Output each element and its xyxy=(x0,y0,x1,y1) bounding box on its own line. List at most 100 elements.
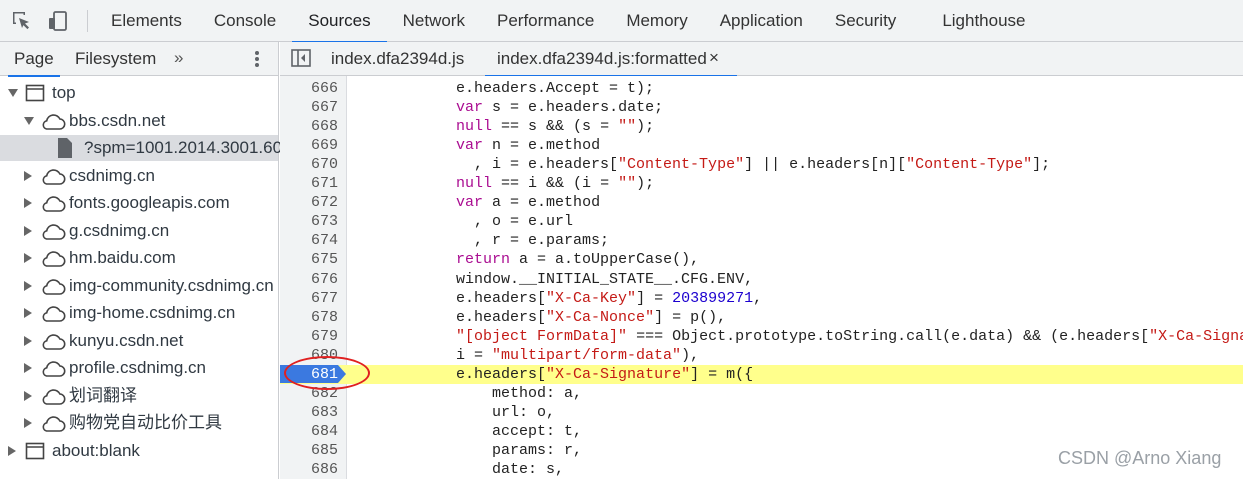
tab-elements[interactable]: Elements xyxy=(111,11,182,30)
code-line[interactable]: 685 params: r, xyxy=(280,441,1243,460)
chevron-right-icon[interactable] xyxy=(24,390,32,401)
code-text: e.headers["X-Ca-Key"] = 203899271, xyxy=(348,289,763,307)
tab-network[interactable]: Network xyxy=(402,11,465,30)
code-text: window.__INITIAL_STATE__.CFG.ENV, xyxy=(348,270,754,288)
toggle-navigator-icon[interactable] xyxy=(291,49,311,67)
line-number[interactable]: 668 xyxy=(310,118,338,136)
code-line[interactable]: 671 null == i && (i = ""); xyxy=(280,174,1243,193)
close-icon[interactable]: × xyxy=(709,48,719,67)
code-line[interactable]: 684 accept: t, xyxy=(280,422,1243,441)
line-number[interactable]: 667 xyxy=(310,99,338,117)
cloud-icon xyxy=(42,196,66,212)
code-line[interactable]: 675 return a = a.toUpperCase(), xyxy=(280,250,1243,269)
line-number[interactable]: 677 xyxy=(310,289,338,307)
tree-item[interactable]: about:blank xyxy=(0,438,278,464)
tree-item-label: kunyu.csdn.net xyxy=(69,330,184,350)
tab-index-js-formatted[interactable]: index.dfa2394d.js:formatted xyxy=(485,42,737,77)
code-line[interactable]: 668 null == s && (s = ""); xyxy=(280,117,1243,136)
chevron-right-icon[interactable] xyxy=(24,280,32,291)
tab-index-js[interactable]: index.dfa2394d.js xyxy=(331,49,465,68)
line-gutter[interactable] xyxy=(280,76,347,479)
chevron-right-icon[interactable] xyxy=(24,253,32,263)
tab-security[interactable]: Security xyxy=(834,11,897,30)
chevron-right-icon[interactable] xyxy=(24,225,32,236)
chevron-down-icon[interactable] xyxy=(8,89,18,97)
tree-item[interactable]: fonts.googleapis.com xyxy=(0,190,278,216)
line-number[interactable]: 678 xyxy=(310,308,338,326)
line-number[interactable]: 683 xyxy=(310,403,338,421)
tree-item[interactable]: img-community.csdnimg.cn xyxy=(0,273,278,299)
tree-item[interactable]: profile.csdnimg.cn xyxy=(0,355,278,381)
line-number[interactable]: 686 xyxy=(310,461,338,478)
code-line[interactable]: 673 , o = e.url xyxy=(280,212,1243,231)
code-line[interactable]: 676 window.__INITIAL_STATE__.CFG.ENV, xyxy=(280,270,1243,289)
code-line[interactable]: 669 var n = e.method xyxy=(280,136,1243,155)
kebab-menu-icon[interactable] xyxy=(250,48,264,70)
tab-application[interactable]: Application xyxy=(719,11,803,30)
code-text: null == s && (s = ""); xyxy=(456,118,655,136)
tree-item[interactable]: 划词翻译 xyxy=(0,383,278,409)
line-number[interactable]: 676 xyxy=(310,270,338,288)
line-number[interactable]: 671 xyxy=(310,175,338,193)
code-text: var s = e.headers.date; xyxy=(456,99,664,117)
more-tabs-icon[interactable]: » xyxy=(174,48,184,67)
chevron-right-icon[interactable] xyxy=(24,170,32,181)
line-number[interactable]: 685 xyxy=(310,441,338,459)
code-line[interactable]: 682 method: a, xyxy=(280,384,1243,403)
chevron-right-icon[interactable] xyxy=(24,198,32,208)
cloud-icon xyxy=(42,251,66,267)
tree-item[interactable]: hm.baidu.com xyxy=(0,245,278,271)
code-line[interactable]: 674 , r = e.params; xyxy=(280,231,1243,250)
code-line[interactable]: 680 i = "multipart/form-data"), xyxy=(280,346,1243,365)
inspect-element-icon[interactable] xyxy=(10,9,34,33)
chevron-right-icon[interactable] xyxy=(24,335,32,346)
tree-item[interactable]: ?spm=1001.2014.3001.606 xyxy=(0,135,292,161)
line-number[interactable]: 675 xyxy=(310,251,338,269)
code-line[interactable]: 672 var a = e.method xyxy=(280,193,1243,212)
code-line[interactable]: 666 e.headers.Accept = t); xyxy=(280,79,1243,98)
tree-item[interactable]: img-home.csdnimg.cn xyxy=(0,300,278,326)
line-number[interactable]: 679 xyxy=(310,327,338,345)
tree-item-label: 购物党自动比价工具 xyxy=(69,413,222,432)
chevron-right-icon[interactable] xyxy=(24,308,32,318)
code-line[interactable]: 678 e.headers["X-Ca-Nonce"] = p(), xyxy=(280,308,1243,327)
line-number[interactable]: 673 xyxy=(310,213,338,231)
tree-item[interactable]: kunyu.csdn.net xyxy=(0,328,278,354)
chevron-down-icon[interactable] xyxy=(24,116,34,125)
device-toolbar-icon[interactable] xyxy=(46,9,70,33)
line-number[interactable]: 684 xyxy=(310,422,338,440)
tab-page[interactable]: Page xyxy=(8,42,60,77)
tab-memory[interactable]: Memory xyxy=(626,11,688,30)
line-number[interactable]: 672 xyxy=(310,194,338,212)
chevron-right-icon[interactable] xyxy=(8,445,16,456)
line-number[interactable]: 669 xyxy=(310,137,338,155)
code-line[interactable]: 670 , i = e.headers["Content-Type"] || e… xyxy=(280,155,1243,174)
code-line[interactable]: 686 date: s, xyxy=(280,460,1243,479)
code-line-breakpoint[interactable]: 681 e.headers["X-Ca-Signature"] = m({ xyxy=(280,364,1243,384)
annotation-circle xyxy=(284,356,370,390)
code-line[interactable]: 667 var s = e.headers.date; xyxy=(280,98,1243,117)
tree-item-label: about:blank xyxy=(52,440,140,460)
line-number[interactable]: 670 xyxy=(310,156,338,174)
chevron-right-icon[interactable] xyxy=(24,418,32,428)
code-line[interactable]: 683 url: o, xyxy=(280,403,1243,422)
code-line[interactable]: 679 "[object FormData]" === Object.proto… xyxy=(280,327,1243,346)
tree-item-label: hm.baidu.com xyxy=(69,248,176,267)
tab-console[interactable]: Console xyxy=(213,11,277,30)
line-number[interactable]: 666 xyxy=(310,80,338,97)
tab-lighthouse[interactable]: Lighthouse xyxy=(942,11,1026,30)
tree-item[interactable]: csdnimg.cn xyxy=(0,163,278,189)
tab-performance[interactable]: Performance xyxy=(496,11,595,30)
code-editor[interactable]: 666 e.headers.Accept = t);667 var s = e.… xyxy=(280,76,1243,479)
tree-item[interactable]: top xyxy=(0,80,278,106)
tree-item[interactable]: bbs.csdn.net xyxy=(0,108,278,134)
cloud-icon xyxy=(42,168,66,185)
code-text: url: o, xyxy=(348,403,556,421)
tree-item[interactable]: g.csdnimg.cn xyxy=(0,218,278,244)
code-line[interactable]: 677 e.headers["X-Ca-Key"] = 203899271, xyxy=(280,289,1243,308)
tree-item[interactable]: 购物党自动比价工具 xyxy=(0,410,278,436)
tab-sources[interactable]: Sources xyxy=(292,0,388,43)
chevron-right-icon[interactable] xyxy=(24,363,32,373)
line-number[interactable]: 674 xyxy=(310,232,338,250)
tab-filesystem[interactable]: Filesystem xyxy=(75,49,157,68)
